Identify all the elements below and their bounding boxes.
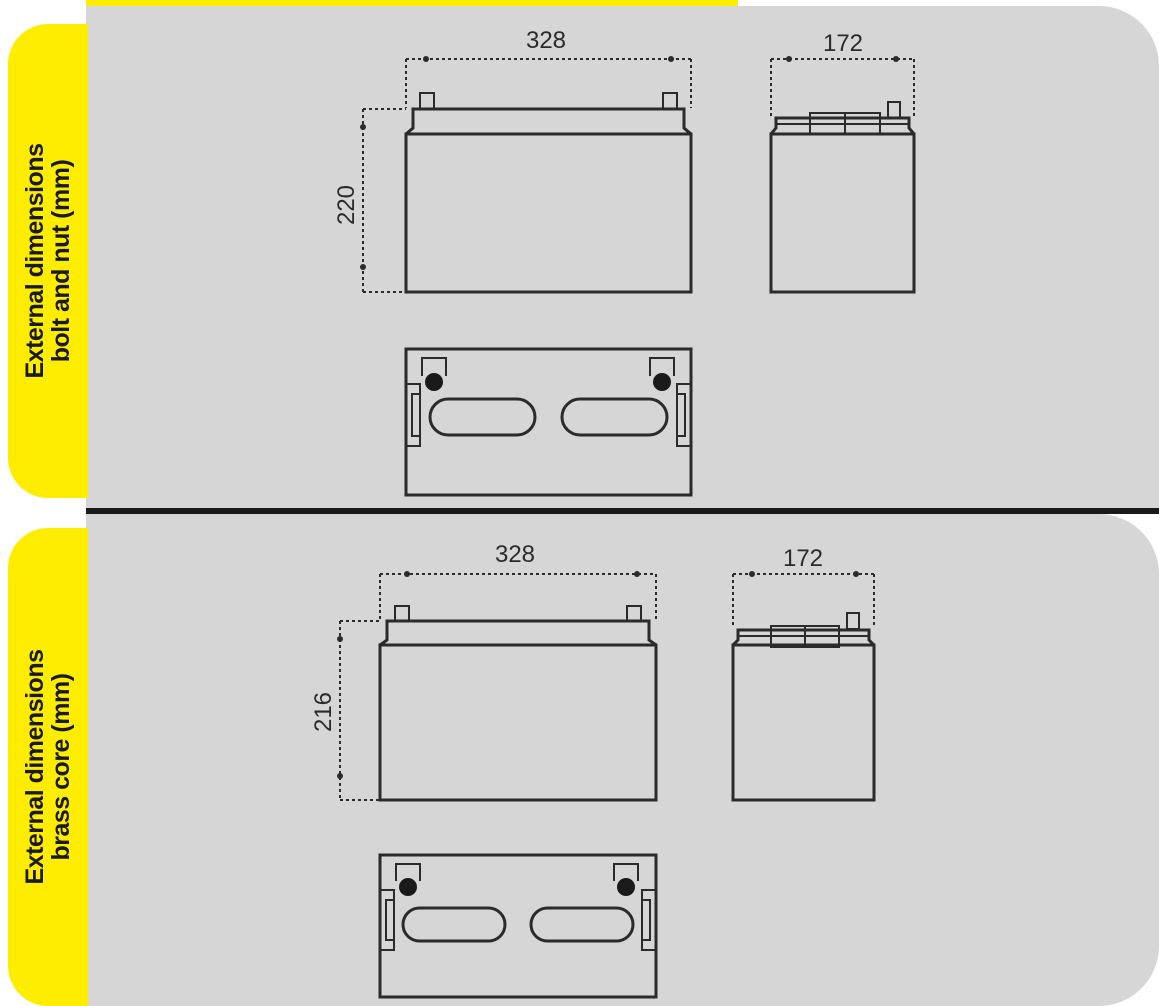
top-view-bolt-and-nut bbox=[404, 347, 693, 497]
width-dimension-bolt-and-nut bbox=[770, 56, 915, 116]
side-tab-bolt-and-nut: External dimensions bolt and nut (mm) bbox=[8, 24, 88, 498]
height-dimension-bolt-and-nut bbox=[360, 108, 406, 293]
width-label-bolt-and-nut: 172 bbox=[823, 30, 863, 57]
height-dimension-brass-core bbox=[337, 620, 380, 801]
handle-slot bbox=[428, 397, 537, 437]
handle-slot bbox=[560, 397, 669, 437]
top-accent-bar bbox=[86, 0, 738, 8]
front-view-brass-core bbox=[378, 605, 658, 802]
terminal-nut bbox=[617, 878, 635, 896]
terminal-post bbox=[846, 612, 860, 630]
terminal-post bbox=[662, 92, 678, 110]
handle-slot bbox=[529, 906, 635, 943]
terminal-nut bbox=[653, 373, 671, 391]
terminal-post bbox=[419, 92, 435, 110]
top-view-brass-core bbox=[378, 853, 658, 999]
height-label-brass-core: 216 bbox=[310, 692, 337, 732]
side-tab-brass-core: External dimensions brass core (mm) bbox=[8, 528, 88, 1006]
terminal-nut bbox=[399, 878, 417, 896]
section-divider bbox=[86, 508, 1159, 514]
length-dimension-bolt-and-nut bbox=[405, 56, 692, 108]
length-label-bolt-and-nut: 328 bbox=[526, 27, 566, 54]
terminal-post bbox=[887, 101, 901, 119]
terminal-nut bbox=[425, 373, 443, 391]
front-view-bolt-and-nut bbox=[404, 92, 693, 294]
length-label-brass-core: 328 bbox=[495, 541, 535, 568]
panel-brass-core bbox=[86, 514, 1159, 1006]
width-label-brass-core: 172 bbox=[783, 545, 823, 572]
side-view-bolt-and-nut bbox=[769, 101, 916, 294]
terminal-post bbox=[626, 605, 642, 622]
terminal-post bbox=[394, 605, 410, 622]
handle-slot bbox=[401, 906, 507, 943]
height-label-bolt-and-nut: 220 bbox=[333, 185, 360, 225]
side-view-brass-core bbox=[731, 612, 876, 802]
length-dimension-brass-core bbox=[379, 571, 657, 620]
width-dimension-brass-core bbox=[732, 571, 875, 628]
panel-bolt-and-nut bbox=[86, 6, 1159, 508]
